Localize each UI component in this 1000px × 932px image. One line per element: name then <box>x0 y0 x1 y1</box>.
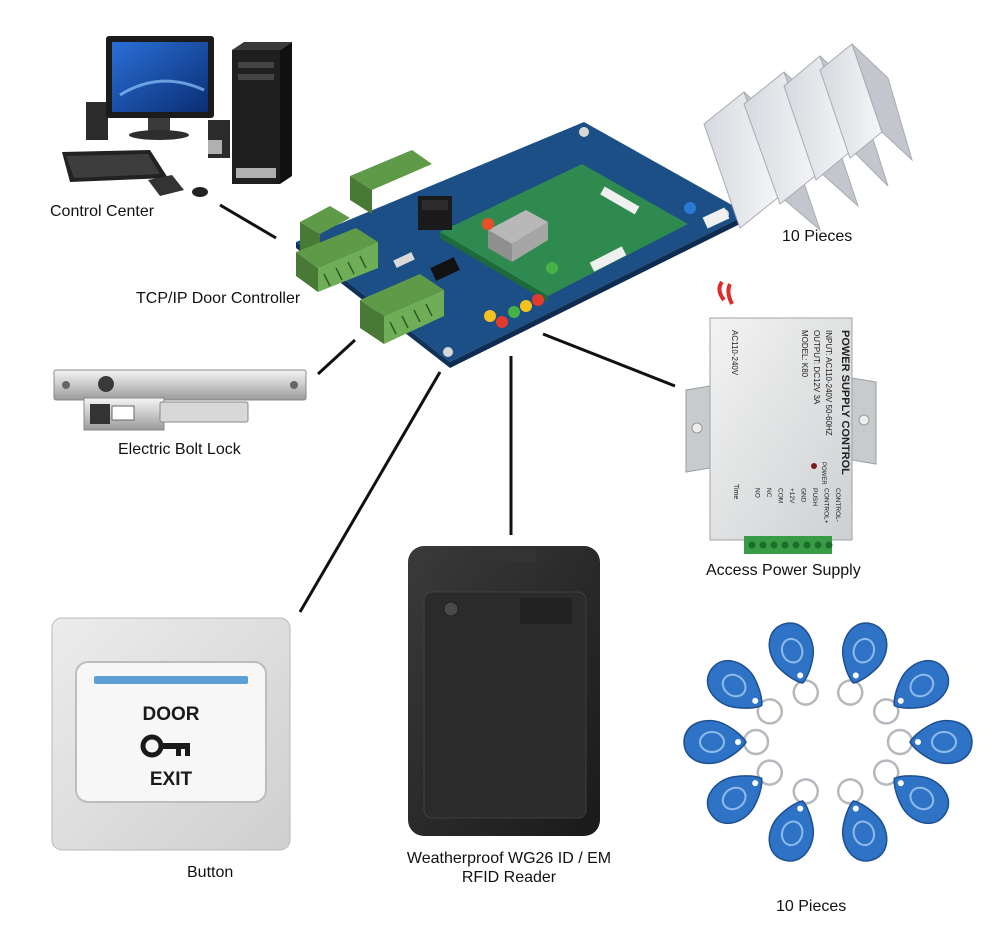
connector-lines <box>219 203 676 613</box>
keyfob <box>872 659 950 725</box>
computer-image <box>62 36 292 197</box>
label-rfid-reader-line1: Weatherproof WG26 ID / EM <box>406 850 612 867</box>
keyfobs-image <box>683 622 973 862</box>
exit-button-image: DOOR EXIT <box>51 617 291 851</box>
keyfob <box>768 778 820 862</box>
rfid-reader-image <box>408 546 600 836</box>
exit-button-door-text: DOOR <box>143 704 200 725</box>
label-control-center: Control Center <box>50 203 155 220</box>
power-box-terminal-labels: CONTROL- CONTROL+ PUSH GND +12V COM NC NO <box>754 488 842 524</box>
power-box-terminal-label: COM <box>777 488 784 503</box>
keyfob <box>768 622 820 706</box>
power-box-terminal-label: PUSH <box>811 488 818 506</box>
keyfob <box>683 719 770 765</box>
label-keyfobs-count: 10 Pieces <box>776 898 847 915</box>
keyfob <box>706 659 784 725</box>
label-rfid-reader-line2: RFID Reader <box>461 869 557 886</box>
power-box-terminal-label: +12V <box>788 488 795 504</box>
power-box-model: MODEL: K80 <box>800 330 809 378</box>
power-box-time-label: Time <box>732 484 739 499</box>
power-box-terminal-label: NO <box>754 488 761 498</box>
line-bolt-lock <box>316 338 357 376</box>
label-door-controller: TCP/IP Door Controller <box>136 290 301 307</box>
power-box-side-label: AC110-240V <box>730 330 739 376</box>
power-box-title: POWER SUPPLY CONTROL <box>839 330 851 475</box>
label-bolt-lock: Electric Bolt Lock <box>118 441 241 458</box>
power-supply-image <box>685 280 877 554</box>
label-rfid-reader: Weatherproof WG26 ID / EM RFID Reader <box>386 849 632 887</box>
line-button <box>298 371 442 613</box>
power-box-power-indicator: POWER <box>820 462 826 485</box>
keyfob <box>886 719 973 765</box>
line-control-center <box>219 203 277 240</box>
label-power-supply: Access Power Supply <box>706 562 861 579</box>
power-box-output: OUTPUT: DC12V 3A <box>812 330 821 405</box>
power-box-terminal-label: CONTROL- <box>834 488 841 522</box>
label-cards-count: 10 Pieces <box>782 228 853 245</box>
exit-button-exit-text: EXIT <box>150 769 193 790</box>
label-button: Button <box>187 864 234 881</box>
power-box-terminal-label: CONTROL+ <box>823 488 830 524</box>
keyfob <box>836 622 888 706</box>
power-box-terminal-label: NC <box>765 488 772 498</box>
keyfob <box>706 759 784 825</box>
power-box-terminal-label: GND <box>800 488 807 503</box>
cards-image <box>703 43 913 232</box>
line-power-supply <box>542 332 676 388</box>
keyfob <box>836 778 888 862</box>
controller-board-image <box>296 122 748 368</box>
power-box-input: INPUT: AC110-240V 50-60HZ <box>824 330 833 436</box>
keyfob <box>872 759 950 825</box>
power-supply-printed-text: POWER SUPPLY CONTROL INPUT: AC110-240V 5… <box>730 330 851 524</box>
bolt-lock-image <box>53 369 307 431</box>
